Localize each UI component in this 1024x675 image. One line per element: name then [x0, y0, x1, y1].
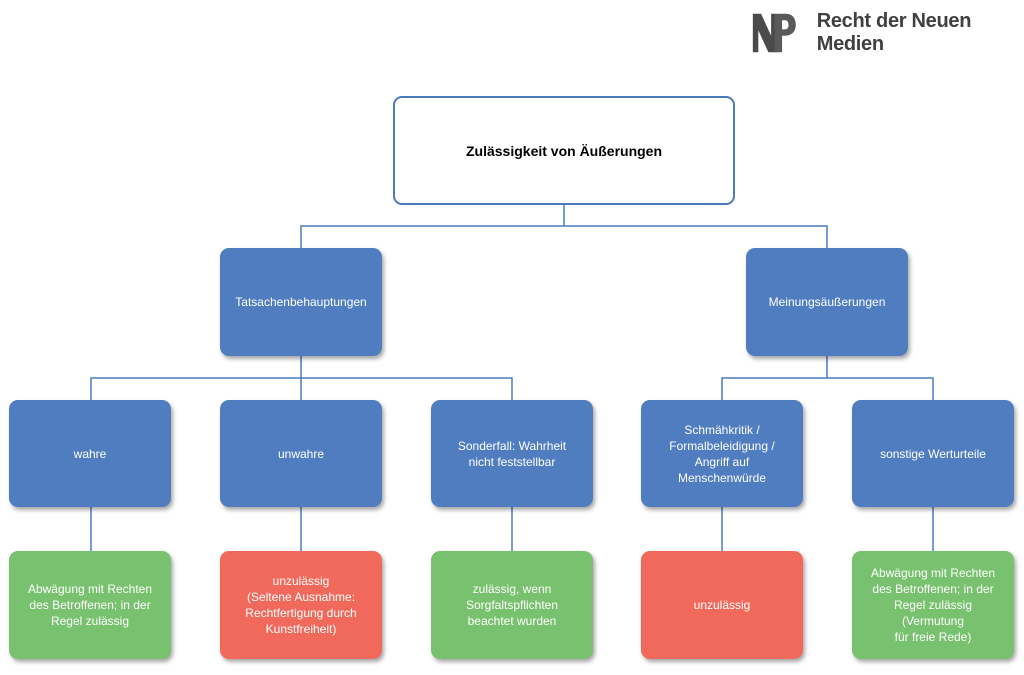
node-abusive: Schmähkritik / Formalbeleidigung / Angri…: [641, 400, 803, 507]
connector-opinions-branch: [721, 377, 934, 400]
root-node: Zulässigkeit von Äußerungen: [393, 96, 735, 205]
node-facts: Tatsachenbehauptungen: [220, 248, 382, 356]
node-other-result: Abwägung mit Rechten des Betroffenen; in…: [852, 551, 1014, 659]
node-special: Sonderfall: Wahrheit nicht feststellbar: [431, 400, 593, 507]
node-other: sonstige Werturteile: [852, 400, 1014, 507]
node-special-result: zulässig, wenn Sorgfaltspflichten beacht…: [431, 551, 593, 659]
brand-name: Recht der Neuen Medien: [816, 10, 972, 55]
node-true: wahre: [9, 400, 171, 507]
np-logo-icon: [752, 13, 796, 53]
node-true-result: Abwägung mit Rechten des Betroffenen; in…: [9, 551, 171, 659]
brand-logo: Recht der Neuen Medien: [751, 10, 1024, 56]
node-abusive-result: unzulässig: [641, 551, 803, 659]
node-untrue-result: unzulässig (Seltene Ausnahme: Rechtferti…: [220, 551, 382, 659]
node-untrue: unwahre: [220, 400, 382, 507]
connector-root-branch: [300, 225, 828, 248]
node-opinions: Meinungsäußerungen: [746, 248, 908, 356]
